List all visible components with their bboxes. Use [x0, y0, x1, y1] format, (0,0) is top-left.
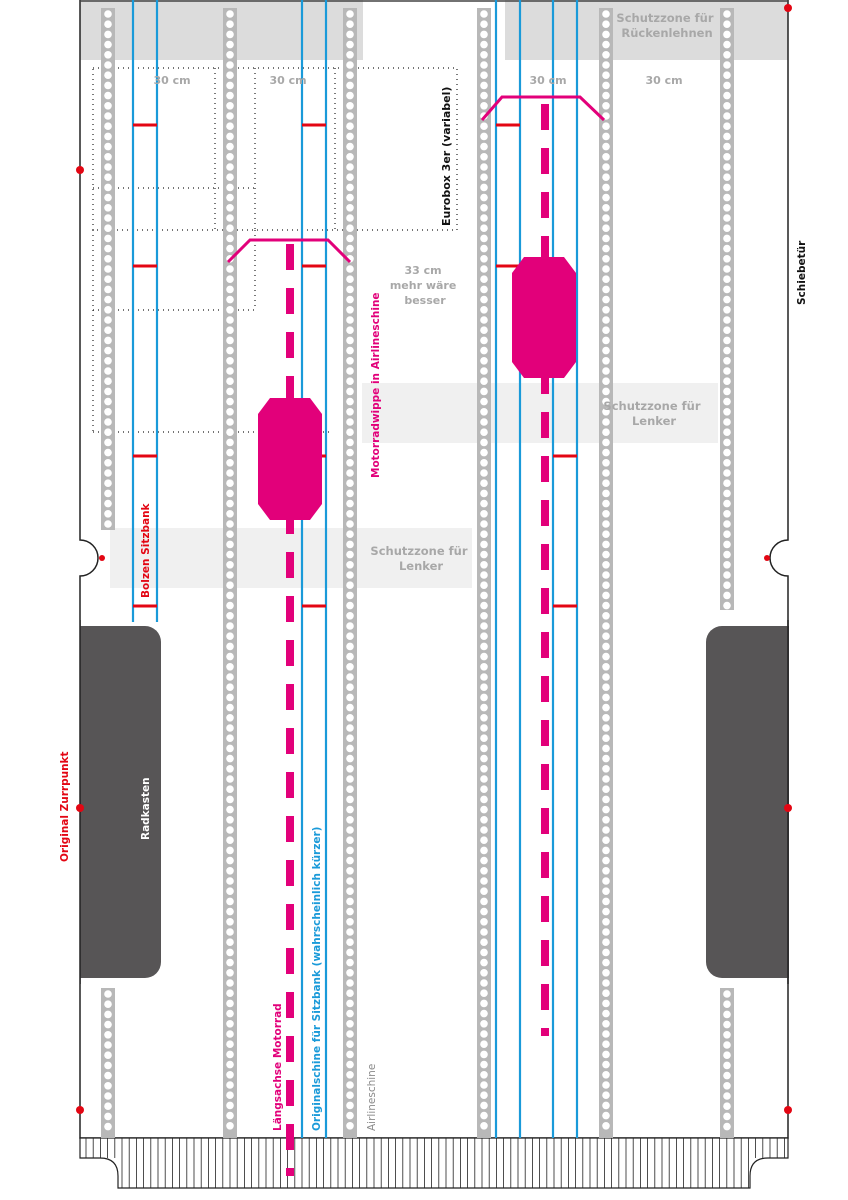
- airline-rail: [343, 8, 357, 1138]
- wheel-arch-right: [706, 626, 808, 978]
- wheel-chock-right: [512, 257, 576, 378]
- zone-handlebar-left-label: Schutzzone für Lenker: [370, 544, 471, 573]
- airline-rail: [477, 8, 491, 1138]
- airline-rail: [223, 8, 237, 1138]
- tie-down-label: Original Zurrpunkt: [59, 751, 71, 862]
- wheel-chock-bracket-left: [226, 238, 352, 264]
- width-label: 30 cm: [269, 74, 306, 87]
- zone-backrests-label: Schutzzone für Rückenlehnen: [616, 11, 717, 40]
- bike-axis-label: Längsachse Motorrad: [272, 1003, 284, 1131]
- tie-down-points: [76, 4, 792, 1114]
- airline-rail: [101, 988, 115, 1138]
- rear-step-hatch: [79, 1137, 789, 1189]
- airline-rail-label: Airlineschine: [366, 1064, 378, 1131]
- zone-handlebar-right-label: Schutzzone für Lenker: [603, 399, 704, 428]
- eurobox-label: Eurobox 3er (variabel): [440, 87, 453, 226]
- better-note: 33 cm mehr wäre besser: [390, 264, 460, 307]
- wheel-chock-bracket-right: [480, 95, 606, 122]
- wheel-arch-label: Radkasten: [140, 777, 152, 840]
- width-label: 30 cm: [153, 74, 190, 87]
- seat-bolts-label: Bolzen Sitzbank: [140, 502, 152, 598]
- airline-rail: [720, 988, 734, 1138]
- wheel-chock-label: Motorradwippe in Airlineschine: [370, 292, 382, 478]
- wheel-arch-left: [60, 626, 161, 978]
- zone-backrests-left: [80, 0, 363, 60]
- airline-rail: [599, 8, 613, 1138]
- eurobox-outline: [92, 67, 458, 433]
- width-label: 30 cm: [645, 74, 682, 87]
- sliding-door-label: Schiebetür: [796, 240, 808, 305]
- width-label: 30 cm: [529, 74, 566, 87]
- airline-rail: [720, 8, 734, 610]
- seat-rail-label: Originalschine für Sitzbank (wahrscheinl…: [311, 827, 323, 1131]
- airline-rail: [101, 8, 115, 530]
- wheel-chock-left: [258, 398, 322, 520]
- zone-handlebar-right: [362, 383, 718, 443]
